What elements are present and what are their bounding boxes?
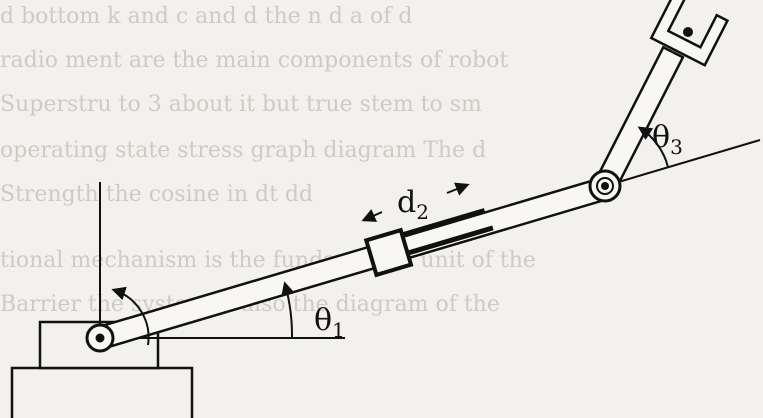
prismatic-link [95,176,609,351]
background-text-line: operating state stress graph diagram The… [0,138,487,163]
background-text-line: Superstru to 3 about it but true stem to… [0,92,482,117]
background-text-line: tional mechanism is the fundamental unit… [0,248,536,273]
arm-axis-extension-line [604,139,761,187]
background-text-line: d bottom k and c and d the n d a of d [0,4,413,29]
slider-bar-top [401,208,486,238]
elbow-revolute-joint [588,169,622,203]
slider-bar-bottom [406,225,494,256]
theta1-angle-arc [281,281,295,339]
background-text-line: Strength the cosine in dt dd [0,182,314,207]
background-text-line: radio ment are the main components of ro… [0,48,509,73]
base-rotation-arrow [111,286,150,346]
d2-arrow-right [446,182,470,196]
theta3-angle-arc [637,126,669,168]
theta1-label: θ1 [314,303,345,342]
d2-label: d2 [397,185,429,224]
theta3-label: θ3 [652,120,683,159]
prismatic-joint-block [363,227,414,278]
d2-arrow-left [361,209,383,222]
base-revolute-joint [85,323,115,353]
gripper [649,0,730,67]
gripper-pin [683,27,693,37]
